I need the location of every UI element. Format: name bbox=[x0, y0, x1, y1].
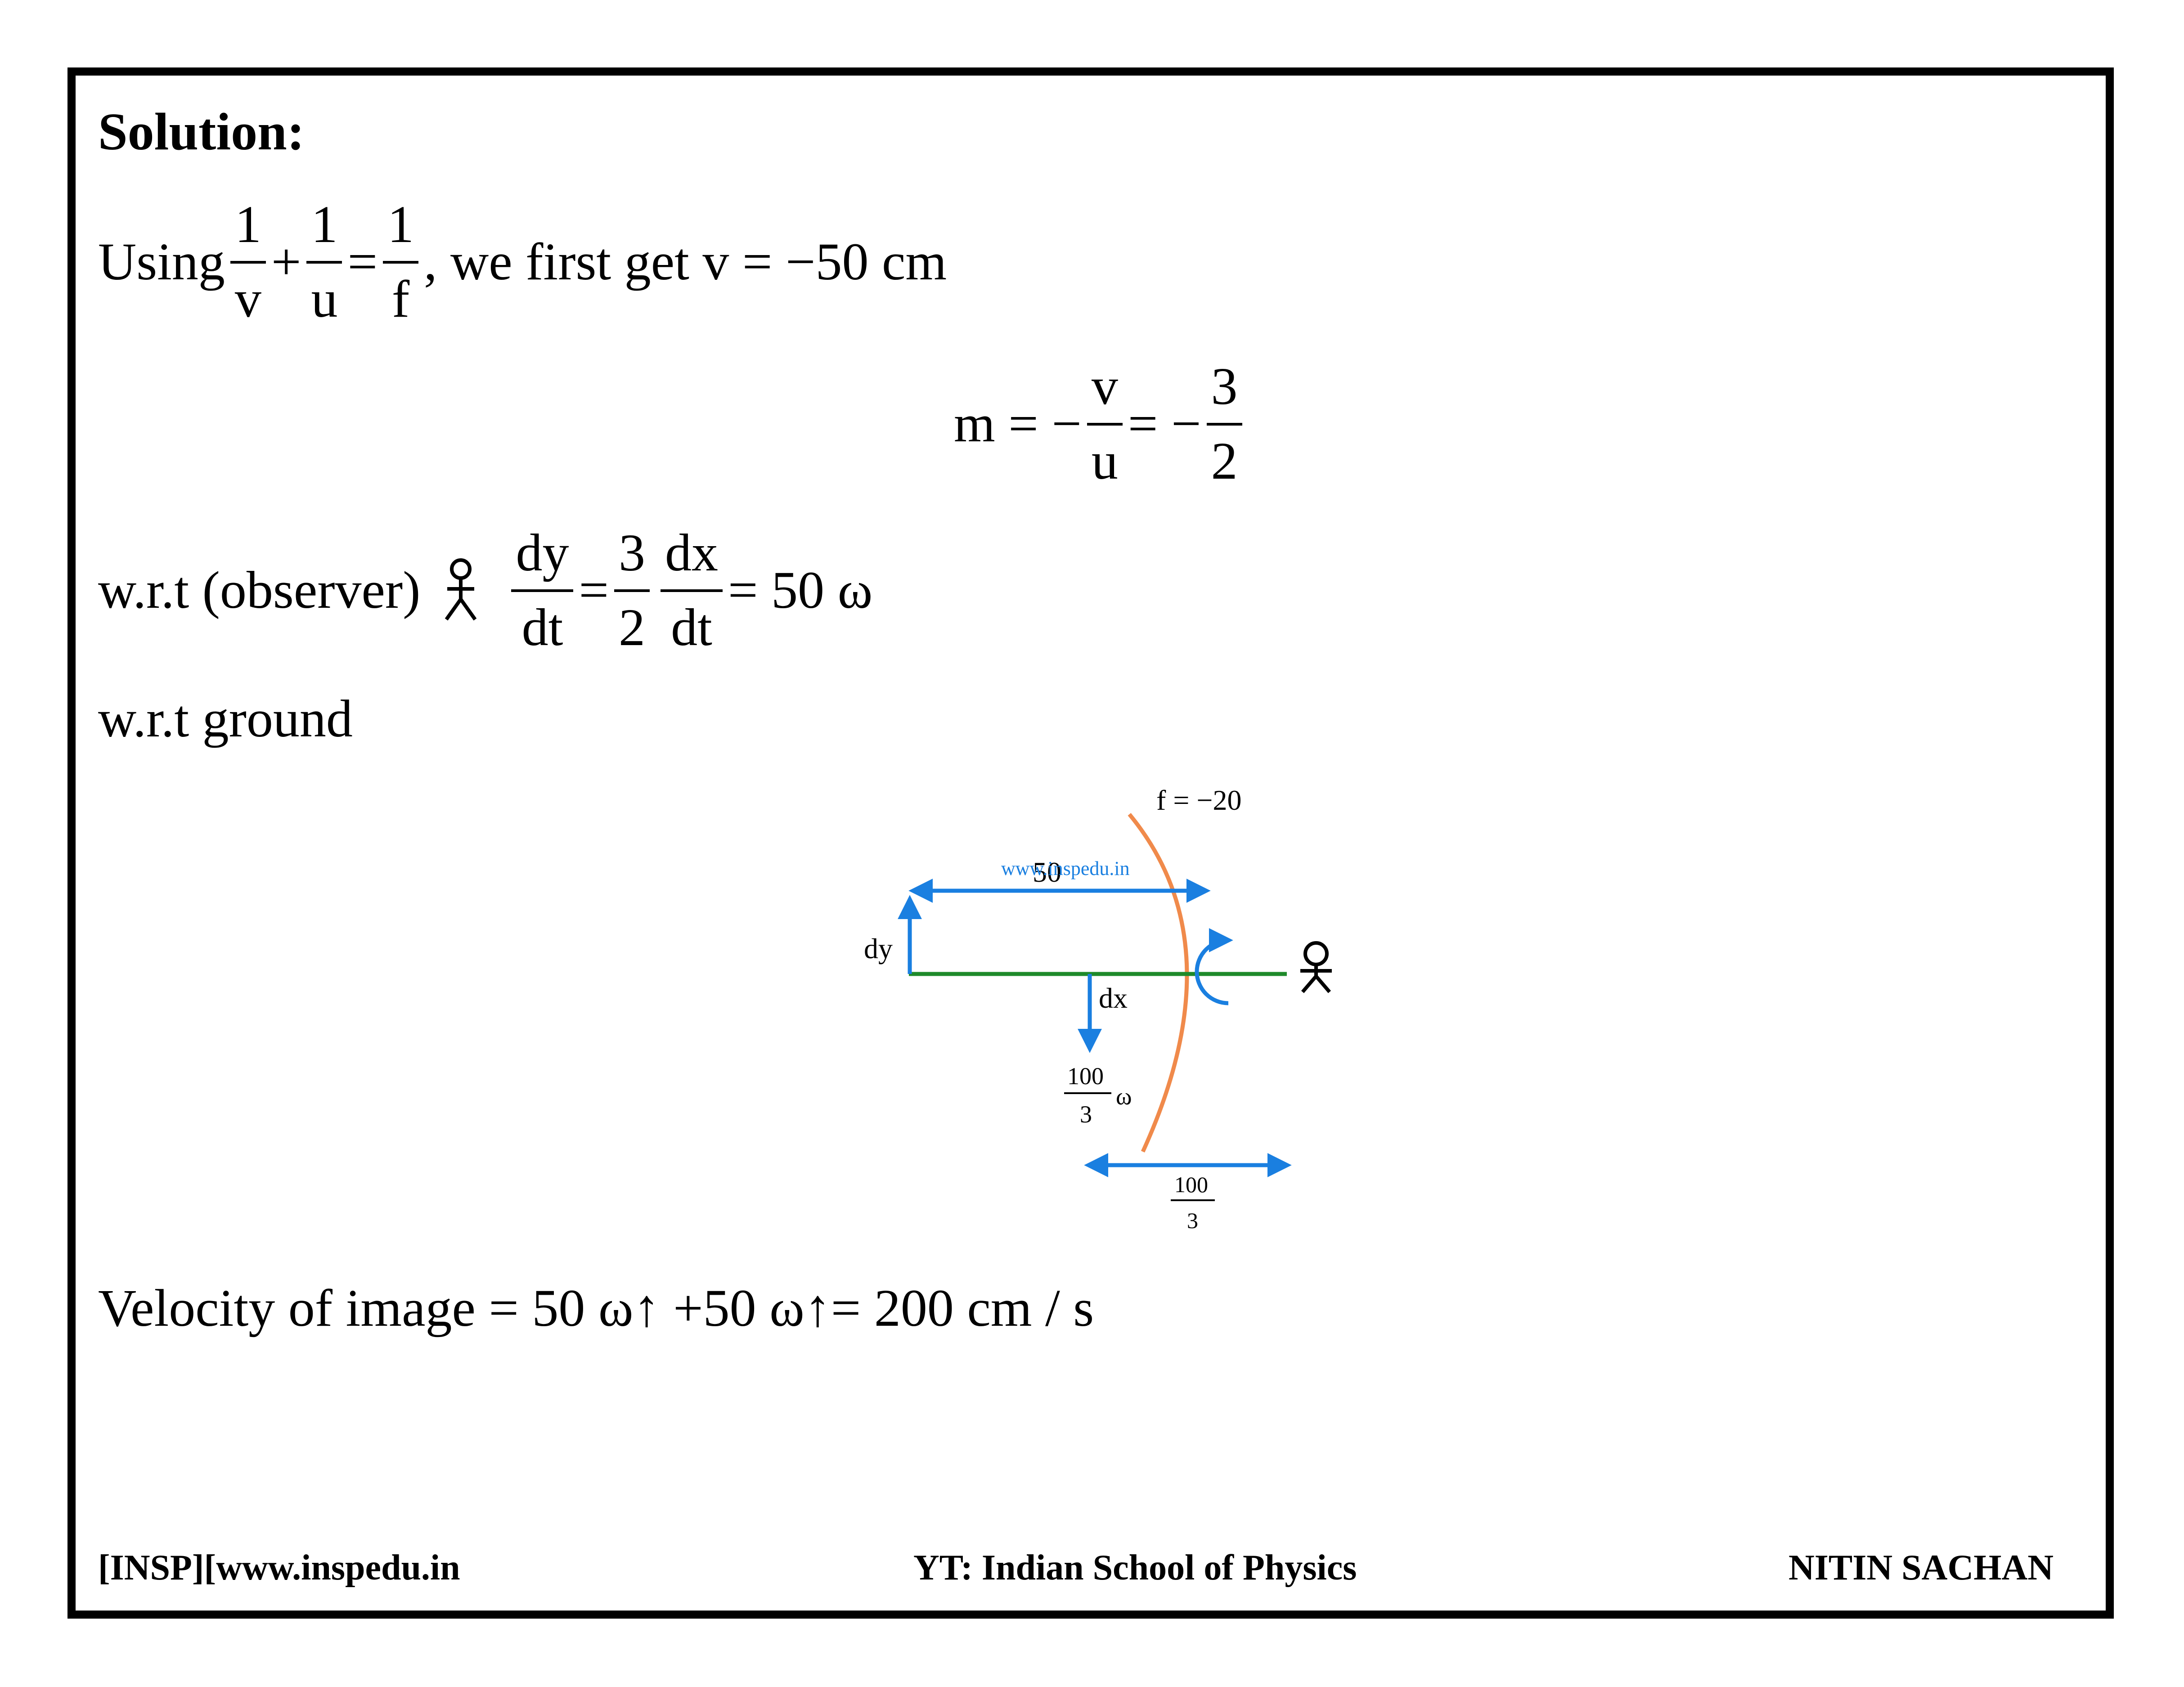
bottom-fraction-denominator: 3 bbox=[1187, 1208, 1198, 1233]
fraction-numerator: dx bbox=[665, 523, 719, 582]
equals-sign: = bbox=[579, 561, 609, 619]
equals-sign: = bbox=[347, 232, 378, 291]
fraction-3-over-2: 3 2 bbox=[614, 526, 650, 654]
fraction-numerator: 3 bbox=[1211, 357, 1238, 416]
omega-fraction-numerator: 100 bbox=[1067, 1063, 1104, 1090]
dx-label: dx bbox=[1099, 982, 1128, 1014]
fraction-denominator: dt bbox=[521, 598, 563, 657]
using-text: Using bbox=[98, 232, 225, 291]
fraction-denominator: f bbox=[391, 269, 410, 328]
bottom-fraction-numerator: 100 bbox=[1174, 1172, 1208, 1197]
observer-figure-icon bbox=[1300, 941, 1332, 993]
fraction-denominator: dt bbox=[671, 598, 712, 657]
magnification-lhs: m = − bbox=[954, 394, 1082, 453]
fraction-3-over-2: 3 2 bbox=[1206, 357, 1242, 490]
mirror-formula-line: Using 1 v + 1 u = 1 f , we first get v =… bbox=[98, 198, 947, 326]
velocity-result-line: Velocity of image = 50 ω↑ +50 ω↑= 200 cm… bbox=[98, 1279, 1094, 1337]
rotation-arrow bbox=[1195, 928, 1233, 1005]
footer-right: NITIN SACHAN bbox=[1789, 1548, 2054, 1588]
fraction-dy-over-dt: dy dt bbox=[511, 523, 574, 657]
omega-fraction-denominator: 3 bbox=[1080, 1101, 1092, 1128]
dy-label: dy bbox=[864, 933, 893, 965]
magnification-mid: = − bbox=[1128, 394, 1201, 453]
footer-left: [INSP][www.inspedu.in bbox=[98, 1548, 460, 1588]
convex-mirror-arc bbox=[1128, 813, 1189, 1153]
image-distance-result: , we first get v = −50 cm bbox=[424, 232, 947, 291]
fraction-numerator: dy bbox=[516, 523, 569, 582]
observer-text: w.r.t (observer) bbox=[98, 561, 421, 619]
fraction-v-over-u: v u bbox=[1087, 360, 1123, 488]
fraction-1-over-v: 1 v bbox=[230, 198, 266, 326]
fraction-numerator: 3 bbox=[619, 523, 646, 582]
observer-frame-line: w.r.t (observer) dy dt = 3 2 dx dt = 50 … bbox=[98, 526, 872, 654]
fraction-numerator: v bbox=[1091, 357, 1118, 416]
fraction-denominator: u bbox=[311, 269, 338, 328]
fraction-denominator: 2 bbox=[619, 598, 646, 657]
fraction-numerator: 1 bbox=[311, 195, 338, 254]
fraction-denominator: v bbox=[234, 269, 261, 328]
observer-result: = 50 ω bbox=[728, 561, 873, 619]
page-border bbox=[67, 67, 2114, 1619]
fraction-dx-over-dt: dx dt bbox=[661, 526, 723, 654]
ground-frame-line: w.r.t ground bbox=[98, 689, 353, 748]
distance-label: 50 bbox=[1033, 856, 1061, 888]
fraction-1-over-u: 1 u bbox=[306, 198, 342, 326]
focal-length-label: f = −20 bbox=[1156, 784, 1242, 816]
mirror-diagram: 50 www.inspedu.in dy dx 100 3 ω f = −20 … bbox=[864, 784, 1332, 1233]
watermark-text: www.inspedu.in bbox=[1001, 857, 1130, 879]
stick-figure-icon bbox=[445, 558, 477, 621]
fraction-numerator: 1 bbox=[234, 195, 261, 254]
plus-sign: + bbox=[271, 232, 301, 291]
fraction-numerator: 1 bbox=[387, 195, 414, 254]
magnification-line: m = − v u = − 3 2 bbox=[954, 360, 1248, 488]
fraction-denominator: u bbox=[1091, 431, 1118, 490]
fraction-denominator: 2 bbox=[1211, 431, 1238, 490]
omega-symbol: ω bbox=[1116, 1083, 1132, 1110]
footer-center: YT: Indian School of Physics bbox=[913, 1548, 1357, 1588]
fraction-1-over-f: 1 f bbox=[383, 195, 419, 328]
solution-heading: Solution: bbox=[98, 102, 305, 161]
